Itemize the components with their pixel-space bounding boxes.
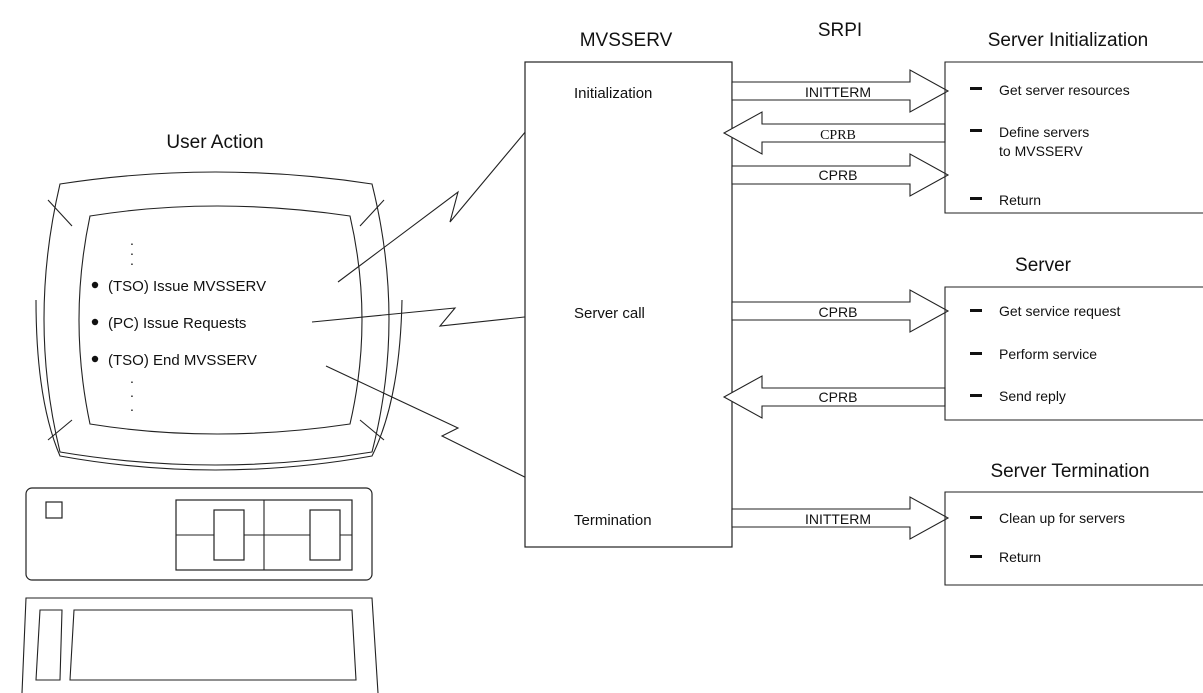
arrow-to-initialization xyxy=(337,87,563,283)
flow-arrow-init-3 xyxy=(731,153,950,197)
flow-arrow-server-2 xyxy=(722,375,946,419)
screen-line-3: (TSO) End MVSSERV xyxy=(108,352,257,369)
server-term-title: Server Termination xyxy=(990,461,1149,482)
server-item-1: Get service request xyxy=(999,303,1120,319)
mvsserv-stage-server-call: Server call xyxy=(574,305,645,322)
server-init-title: Server Initialization xyxy=(988,30,1149,51)
server-init-item-3: to MVSSERV xyxy=(999,143,1083,159)
svg-text:·: · xyxy=(130,387,135,403)
mvsserv-stage-initialization: Initialization xyxy=(574,85,652,102)
monitor-bezel-shadow xyxy=(35,299,403,471)
computer-illustration xyxy=(21,171,403,693)
svg-text:·: · xyxy=(130,255,135,271)
flow-label-init-2: CPRB xyxy=(820,128,856,143)
screen-line-1: (TSO) Issue MVSSERV xyxy=(108,278,266,295)
power-button xyxy=(45,501,63,519)
server-init-item-2: Define servers xyxy=(999,124,1089,140)
arrow-to-termination xyxy=(325,365,558,494)
mvsserv-title: MVSSERV xyxy=(580,30,673,51)
svg-text:·: · xyxy=(130,401,135,417)
mvsserv-stage-termination: Termination xyxy=(574,512,652,529)
flow-arrow-term-1 xyxy=(731,496,950,540)
server-init-box xyxy=(944,61,1203,214)
flow-arrow-init-1 xyxy=(731,69,950,113)
flow-label-init-1: INITTERM xyxy=(805,84,871,100)
user-action-title: User Action xyxy=(166,132,263,153)
server-init-item-4: Return xyxy=(999,192,1041,208)
flow-label-init-3: CPRB xyxy=(819,167,858,183)
server-item-3: Send reply xyxy=(999,388,1066,404)
flow-label-server-1: CPRB xyxy=(819,304,858,320)
mvsserv-box xyxy=(524,61,733,548)
svg-text:·: · xyxy=(130,245,135,261)
flow-arrow-init-2 xyxy=(722,111,946,155)
server-term-box xyxy=(944,491,1203,586)
svg-text:·: · xyxy=(130,235,135,251)
screen-list: · · · (TSO) Issue MVSSERV (PC) Issue Req… xyxy=(91,235,266,417)
flow-label-server-2: CPRB xyxy=(819,389,858,405)
server-title: Server xyxy=(1015,255,1072,276)
srpi-title: SRPI xyxy=(818,20,862,41)
screen-line-2: (PC) Issue Requests xyxy=(108,315,246,332)
arrow-to-server-call xyxy=(311,307,563,327)
keyboard xyxy=(21,597,379,693)
flow-label-term-1: INITTERM xyxy=(805,511,871,527)
monitor-screen xyxy=(78,205,363,435)
monitor-bezel xyxy=(43,171,390,466)
server-box xyxy=(944,286,1203,421)
server-term-item-2: Return xyxy=(999,549,1041,565)
svg-text:·: · xyxy=(130,373,135,389)
server-item-2: Perform service xyxy=(999,346,1097,362)
flow-arrow-server-1 xyxy=(731,289,950,333)
server-init-item-1: Get server resources xyxy=(999,82,1130,98)
server-term-item-1: Clean up for servers xyxy=(999,510,1125,526)
